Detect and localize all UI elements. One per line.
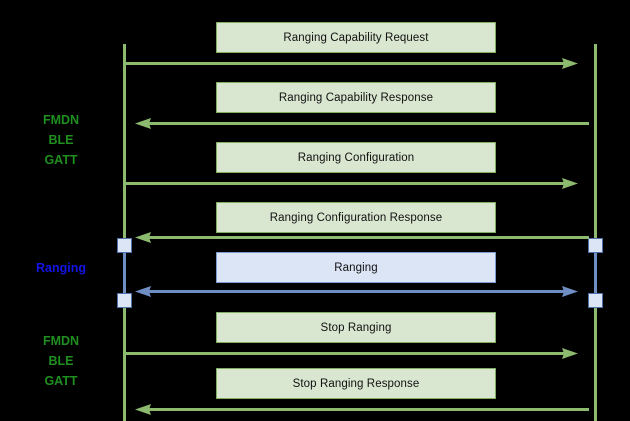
- message-arrow-left-6: [135, 404, 589, 415]
- message-box-stop-ranging: Stop Ranging: [216, 312, 496, 343]
- message-arrow-bidirectional-ranging: [135, 286, 578, 297]
- message-label: Ranging Capability Request: [283, 31, 429, 44]
- message-arrow-right-0: [124, 58, 578, 69]
- message-arrow-right-2: [124, 178, 578, 189]
- message-arrow-left-1: [135, 118, 589, 129]
- message-box-ranging-capability-response: Ranging Capability Response: [216, 82, 496, 113]
- message-box-ranging-configuration: Ranging Configuration: [216, 142, 496, 173]
- phase-label-line: FMDN: [42, 334, 80, 348]
- right-lifeline: [594, 44, 597, 421]
- activation-box-left-start: [117, 238, 132, 253]
- activation-box-right-start: [588, 238, 603, 253]
- message-label: Ranging Configuration Response: [269, 211, 443, 224]
- message-label: Ranging Capability Response: [278, 91, 434, 104]
- phase-label-line: GATT: [44, 153, 78, 167]
- message-arrow-right-5: [124, 348, 578, 359]
- phase-label-line: BLE: [48, 354, 74, 368]
- phase-label-ranging: Ranging: [24, 258, 98, 278]
- message-box-ranging-configuration-response: Ranging Configuration Response: [216, 202, 496, 233]
- message-box-stop-ranging-response: Stop Ranging Response: [216, 368, 496, 399]
- activation-bar-left: [123, 245, 126, 307]
- message-arrow-left-3: [135, 232, 589, 243]
- phase-label-line: Ranging: [36, 261, 86, 275]
- phase-label-line: GATT: [44, 374, 78, 388]
- phase-label-line: FMDN: [42, 113, 80, 127]
- left-lifeline: [123, 44, 126, 421]
- phase-label-line: BLE: [48, 133, 74, 147]
- phase-label-fmdn-ble-gatt-top: FMDN BLE GATT: [24, 110, 98, 170]
- message-label: Stop Ranging Response: [292, 377, 420, 390]
- message-box-ranging: Ranging: [216, 252, 496, 283]
- message-box-ranging-capability-request: Ranging Capability Request: [216, 22, 496, 53]
- message-label: Ranging: [334, 261, 378, 274]
- activation-box-left-end: [117, 293, 132, 308]
- activation-box-right-end: [588, 293, 603, 308]
- message-label: Ranging Configuration: [297, 151, 415, 164]
- activation-bar-right: [594, 245, 597, 307]
- message-label: Stop Ranging: [320, 321, 392, 334]
- phase-label-fmdn-ble-gatt-bottom: FMDN BLE GATT: [24, 331, 98, 391]
